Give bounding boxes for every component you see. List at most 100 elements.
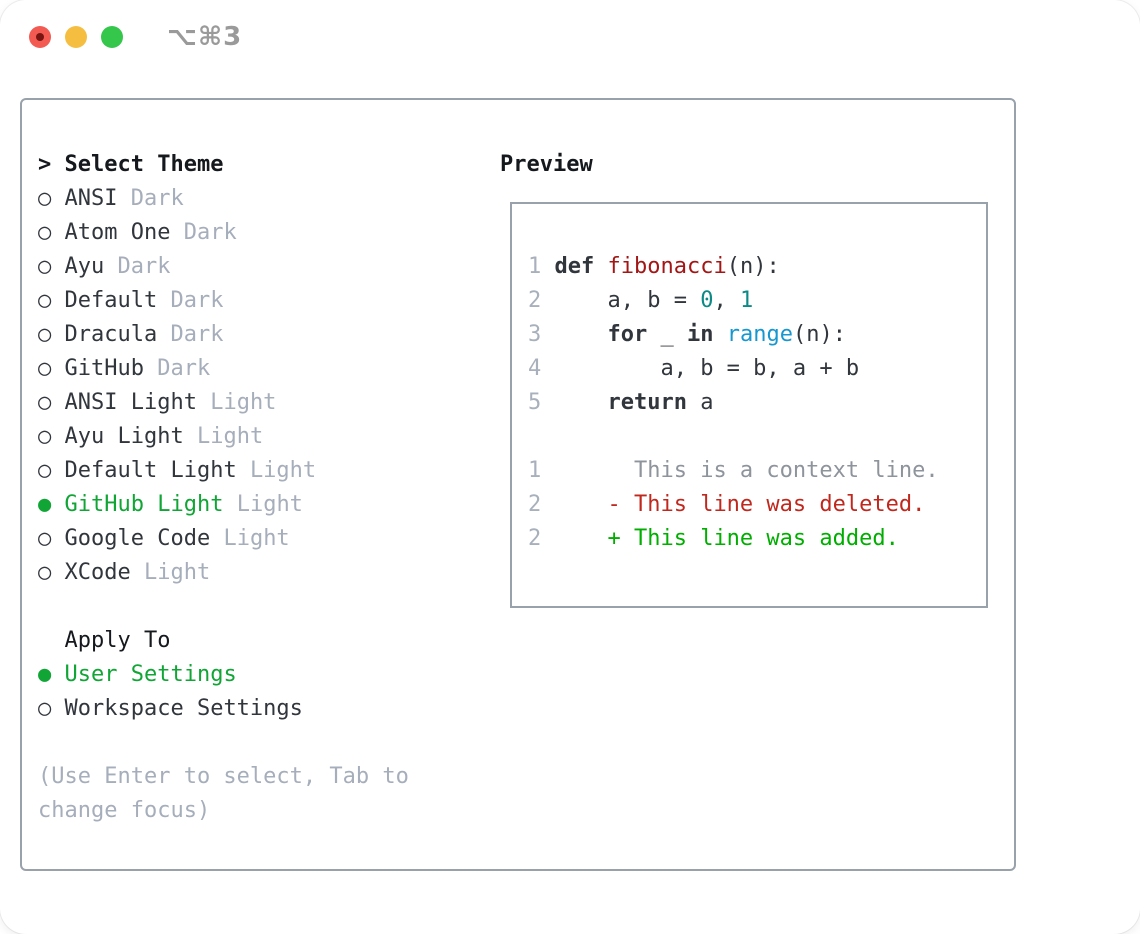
radio-unselected-icon: ○ — [38, 322, 52, 347]
theme-variant: Light — [249, 458, 317, 483]
apply-to-label: Apply To — [64, 628, 171, 653]
code-token: def — [554, 254, 608, 279]
radio-unselected-icon: ○ — [38, 390, 52, 415]
theme-option-github-dark[interactable]: ○ GitHub Dark — [38, 352, 409, 386]
theme-name: GitHub Light — [64, 492, 224, 517]
theme-variant: Dark — [130, 186, 184, 211]
line-number: 5 — [528, 390, 542, 415]
code-token: in — [686, 322, 714, 347]
code-token: range — [726, 322, 793, 347]
theme-name: Default Light — [64, 458, 237, 483]
theme-variant: Dark — [157, 356, 211, 381]
spacer-row — [38, 590, 409, 624]
theme-option-ansi-dark[interactable]: ○ ANSI Dark — [38, 182, 409, 216]
theme-variant: Light — [210, 390, 277, 415]
line-number: 4 — [528, 356, 542, 381]
minimize-button[interactable] — [65, 26, 87, 48]
theme-name: Default — [64, 288, 158, 313]
code-token: 1 — [739, 288, 754, 313]
code-token: a, b = b, a + b — [554, 356, 860, 381]
code-token: This is a context line. — [554, 458, 939, 483]
theme-option-github-light-light[interactable]: ● GitHub Light Light — [38, 488, 409, 522]
theme-option-default-light-light[interactable]: ○ Default Light Light — [38, 454, 409, 488]
theme-option-xcode-light[interactable]: ○ XCode Light — [38, 556, 409, 590]
apply-option-workspace-settings[interactable]: ○ Workspace Settings — [38, 692, 409, 726]
apply-option-user-settings[interactable]: ● User Settings — [38, 658, 409, 692]
theme-list-heading-label: Select Theme — [64, 152, 224, 177]
diff-deletion-line: 2 - This line was deleted. — [528, 488, 986, 522]
code-line: 3 for _ in range(n): — [528, 318, 986, 352]
radio-unselected-icon: ○ — [38, 560, 52, 585]
line-number: 2 — [528, 526, 542, 551]
radio-unselected-icon: ○ — [38, 288, 52, 313]
focus-caret-icon: > — [38, 152, 52, 177]
theme-variant: Dark — [170, 288, 224, 313]
maximize-button[interactable] — [101, 26, 123, 48]
hint-text: (Use Enter to select, Tab to — [38, 764, 409, 789]
theme-variant: Light — [196, 424, 264, 449]
code-token — [713, 322, 726, 347]
line-number: 1 — [528, 458, 542, 483]
theme-name: ANSI Light — [64, 390, 197, 415]
theme-option-dracula-dark[interactable]: ○ Dracula Dark — [38, 318, 409, 352]
theme-option-atom-one-dark[interactable]: ○ Atom One Dark — [38, 216, 409, 250]
apply-option-label: Workspace Settings — [64, 696, 303, 721]
theme-name: Ayu — [64, 254, 105, 279]
theme-name: Dracula — [64, 322, 158, 347]
theme-variant: Dark — [170, 322, 224, 347]
code-token: a, b = — [554, 288, 701, 313]
radio-selected-icon: ● — [38, 492, 52, 517]
line-number: 1 — [528, 254, 542, 279]
theme-variant: Dark — [183, 220, 237, 245]
theme-name: Atom One — [64, 220, 171, 245]
code-token — [555, 322, 608, 347]
code-line: 5 return a — [528, 386, 986, 420]
theme-list-heading: > Select Theme — [38, 148, 409, 182]
theme-option-ansi-light-light[interactable]: ○ ANSI Light Light — [38, 386, 409, 420]
theme-variant: Light — [223, 526, 290, 551]
diff-addition-line: 2 + This line was added. — [528, 522, 986, 556]
radio-unselected-icon: ○ — [38, 424, 52, 449]
close-button[interactable] — [29, 26, 51, 48]
preview-heading: Preview — [500, 152, 593, 177]
code-token: 0 — [700, 288, 714, 313]
code-token: (n): — [792, 322, 846, 347]
blank-line — [528, 420, 986, 454]
spacer-row — [38, 726, 409, 760]
theme-option-google-code-light[interactable]: ○ Google Code Light — [38, 522, 409, 556]
theme-picker-panel: > Select Theme○ ANSI Dark○ Atom One Dark… — [20, 98, 1016, 871]
radio-unselected-icon: ○ — [38, 186, 52, 211]
theme-variant: Light — [236, 492, 303, 517]
radio-unselected-icon: ○ — [38, 254, 52, 279]
theme-option-default-dark[interactable]: ○ Default Dark — [38, 284, 409, 318]
hint-text: change focus) — [38, 798, 211, 823]
code-token: fibonacci — [607, 254, 727, 279]
line-number: 2 — [528, 288, 542, 313]
code-token: + This line was added. — [554, 526, 899, 551]
code-token: for — [607, 322, 648, 347]
code-token: _ — [647, 322, 687, 347]
code-line: 2 a, b = 0, 1 — [528, 284, 986, 318]
line-number: 2 — [528, 492, 542, 517]
code-token: a — [686, 390, 714, 415]
radio-unselected-icon: ○ — [38, 458, 52, 483]
line-number: 3 — [528, 322, 542, 347]
radio-unselected-icon: ○ — [38, 356, 52, 381]
code-token — [555, 390, 608, 415]
theme-option-ayu-dark[interactable]: ○ Ayu Dark — [38, 250, 409, 284]
theme-name: Ayu Light — [64, 424, 184, 449]
radio-selected-icon: ● — [38, 662, 52, 687]
theme-option-ayu-light-light[interactable]: ○ Ayu Light Light — [38, 420, 409, 454]
close-button-dot-icon — [36, 33, 44, 41]
theme-name: GitHub — [64, 356, 144, 381]
theme-name: Google Code — [64, 526, 211, 551]
code-line: 1 def fibonacci(n): — [528, 250, 986, 284]
theme-variant: Light — [143, 560, 211, 585]
code-token: , — [713, 288, 740, 313]
titlebar: ⌥⌘3 — [0, 0, 1140, 74]
radio-unselected-icon: ○ — [38, 220, 52, 245]
code-token: - This line was deleted. — [554, 492, 926, 517]
theme-name: XCode — [64, 560, 131, 585]
